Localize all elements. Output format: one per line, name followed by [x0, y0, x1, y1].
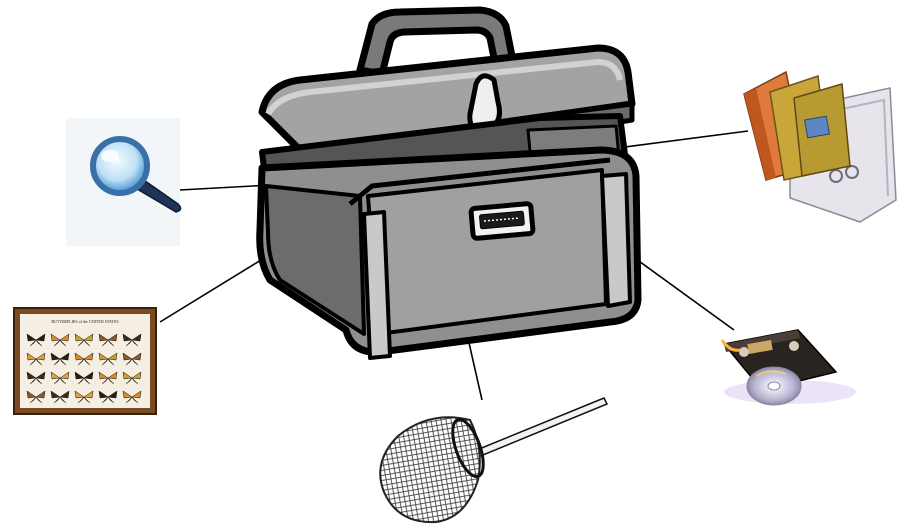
butterfly-collection-icon: BUTTERFLIES of the UNITED STATES	[14, 308, 156, 414]
books-and-binder-icon	[744, 72, 896, 222]
toolbox-icon	[260, 10, 638, 358]
toolbox-strap-right	[602, 174, 630, 306]
toolbox-nameplate	[471, 203, 533, 238]
butterfly-net-icon	[380, 398, 607, 522]
butterfly-collection-caption: BUTTERFLIES of the UNITED STATES	[51, 319, 118, 324]
videotape-and-cd-icon	[722, 330, 856, 405]
magnifying-glass-icon	[66, 118, 181, 246]
toolbox-strap-left	[364, 212, 390, 358]
butterfly-net-handle	[462, 398, 607, 462]
